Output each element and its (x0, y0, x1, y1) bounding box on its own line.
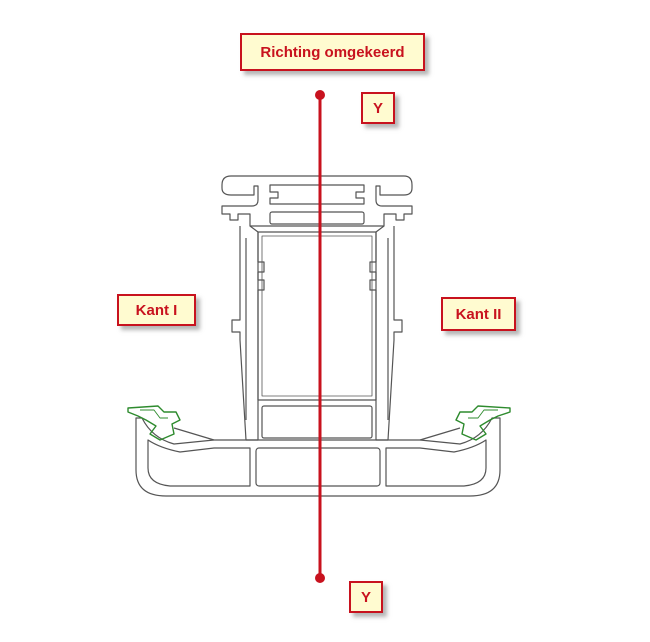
upper-chamber (269, 184, 365, 205)
top-flange (221, 175, 413, 227)
y-axis-bottom-marker (315, 573, 325, 583)
y-axis-top-marker (315, 90, 325, 100)
y-axis-top-label: Y (361, 92, 395, 124)
y-axis-bottom-label: Y (349, 581, 383, 613)
gasket-left (127, 405, 181, 441)
right-wall (375, 225, 403, 441)
side-one-label: Kant I (117, 294, 196, 326)
direction-reversed-label: Richting omgekeerd (240, 33, 425, 71)
central-chamber (257, 231, 377, 401)
lower-chamber (261, 405, 373, 439)
left-wall (231, 225, 259, 441)
side-two-label: Kant II (441, 297, 516, 331)
upper-slot (269, 211, 365, 225)
base-left (135, 417, 501, 497)
gasket-right (455, 405, 511, 441)
